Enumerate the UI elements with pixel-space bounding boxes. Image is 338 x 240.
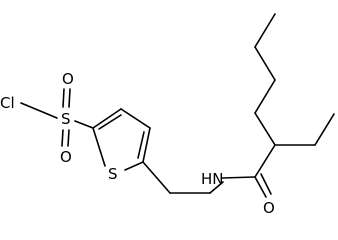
atom-label-layer: Cl S O O S HN O (0, 70, 275, 217)
bond-co-o-a (254, 176, 267, 198)
bond-n-co (221, 176, 256, 179)
bond-bu1-bu2 (254, 79, 276, 114)
bond-c2-c3-inner (98, 114, 122, 130)
bond-ch-bu1 (254, 112, 276, 146)
bond-s-o-bottom-a (61, 129, 64, 147)
bond-c5-ch2a (142, 161, 171, 194)
bond-c4-c5-inner (137, 131, 145, 159)
bond-ethyl1-ethyl2 (314, 113, 335, 146)
atom-o-top: O (62, 70, 74, 88)
bond-s1-c2 (92, 127, 106, 167)
atom-o-bottom: O (60, 148, 72, 166)
bond-s-o-bottom-b (67, 129, 70, 147)
bond-cl-s (20, 102, 58, 119)
atom-s-sulfonyl: S (61, 110, 71, 128)
bond-ch2b-n (209, 181, 224, 194)
bond-co-o-b (260, 173, 272, 195)
bond-bu3-bu4 (254, 13, 276, 48)
bond-c3-c4 (120, 108, 151, 129)
molecule-canvas: Cl S O O S HN O (0, 13, 335, 217)
bond-s-o-top-a (62, 88, 65, 108)
bond-bu2-bu3 (254, 46, 276, 81)
atom-nh: HN (201, 170, 224, 188)
bond-c5-s1 (124, 161, 144, 171)
bond-s-o-top-b (68, 88, 71, 108)
bond-layer (20, 13, 335, 198)
atom-o-amide: O (263, 199, 275, 217)
bond-c2-c3 (92, 108, 122, 129)
atom-cl: Cl (0, 94, 15, 112)
atom-s-thiophene: S (108, 165, 118, 183)
bond-s-c2 (74, 120, 94, 129)
bond-co-ch (254, 144, 276, 178)
bond-c4-c5 (142, 127, 151, 163)
structure-diagram: Cl S O O S HN O (0, 13, 335, 217)
